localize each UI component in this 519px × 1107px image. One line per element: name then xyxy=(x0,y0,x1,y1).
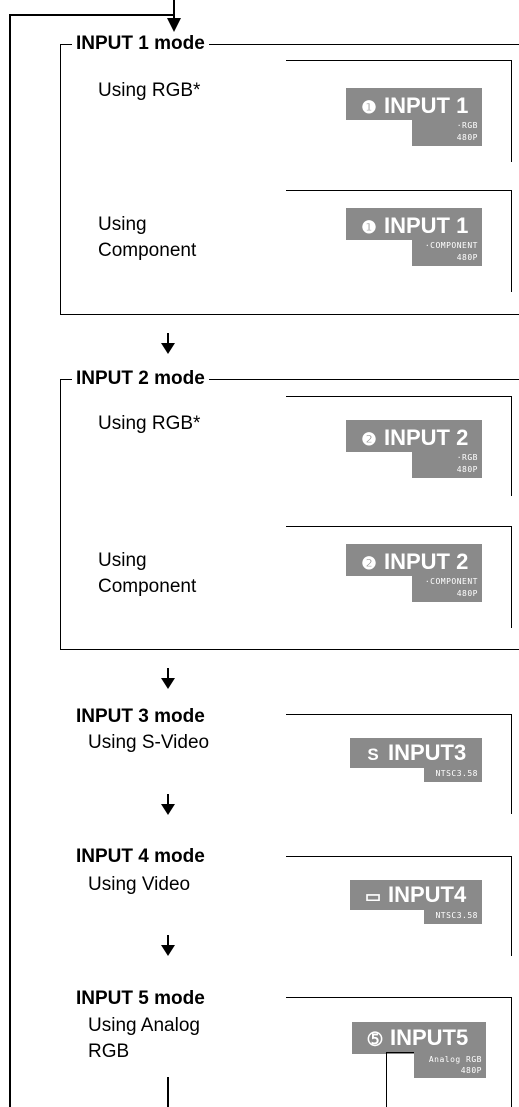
input2-frame-left xyxy=(60,379,61,649)
s-video-icon: S xyxy=(367,745,379,764)
arrow-down-icon xyxy=(161,935,175,956)
row-bracket-right xyxy=(511,714,512,814)
row-label-line: RGB xyxy=(88,1041,130,1062)
osd-signal: ·RGB xyxy=(456,121,478,130)
row-label: Using S-Video xyxy=(88,732,210,753)
row-bracket-top xyxy=(286,997,512,998)
osd-resolution: 480P xyxy=(460,1066,482,1075)
row-label-line: Using Analog xyxy=(88,1015,200,1036)
row-bracket-right xyxy=(511,60,512,162)
row-bracket-right xyxy=(511,526,512,628)
section-title: INPUT 3 mode xyxy=(76,706,205,728)
osd-signal: ·COMPONENT xyxy=(424,241,478,250)
section-title: INPUT 1 mode xyxy=(72,33,209,55)
row-label: Using RGB* xyxy=(98,80,201,101)
input1-frame-top xyxy=(60,44,519,45)
row-bracket-right xyxy=(511,190,512,292)
arrow-down-icon xyxy=(161,794,175,815)
osd-display: ➄ INPUT5 Analog RGB 480P xyxy=(352,1022,486,1078)
row-bracket-top xyxy=(286,396,512,397)
row-label: Using Analog RGB xyxy=(88,1013,200,1065)
row-label: Using Component xyxy=(98,548,196,600)
callout-line xyxy=(386,1052,414,1053)
input-connector-icon: ❶ xyxy=(361,98,377,117)
osd-display: ❷ INPUT 2 ·COMPONENT 480P xyxy=(346,544,482,602)
loop-top-line xyxy=(9,14,175,16)
loop-left-line xyxy=(9,14,11,1107)
row-label: Using Video xyxy=(88,874,191,895)
osd-resolution: 480P xyxy=(456,589,478,598)
osd-title: INPUT4 xyxy=(388,882,467,907)
input2-frame-bottom xyxy=(60,649,519,650)
arrow-down-icon xyxy=(167,18,181,32)
row-bracket-right xyxy=(511,856,512,956)
row-label-line: Component xyxy=(98,240,197,261)
row-label-line: Using xyxy=(98,550,147,571)
section-title: INPUT 2 mode xyxy=(72,368,209,390)
osd-signal: NTSC3.58 xyxy=(435,911,478,920)
row-bracket-right xyxy=(511,997,512,1107)
loop-top-drop xyxy=(173,0,175,22)
video-connector-icon: ▭ xyxy=(364,887,382,906)
input-connector-icon: ❶ xyxy=(361,218,377,237)
arrow-down-icon xyxy=(161,333,175,354)
row-bracket-top xyxy=(286,526,512,527)
input-connector-icon: ❷ xyxy=(361,430,377,449)
osd-resolution: 480P xyxy=(456,465,478,474)
callout-line xyxy=(386,1052,387,1107)
row-label-line: Using xyxy=(98,214,147,235)
osd-resolution: 480P xyxy=(456,133,478,142)
osd-signal: NTSC3.58 xyxy=(435,769,478,778)
input-connector-icon: ❷ xyxy=(361,554,377,573)
input1-frame-left xyxy=(60,44,61,314)
osd-signal: ·RGB xyxy=(456,453,478,462)
continue-line xyxy=(167,1077,169,1107)
osd-title: INPUT 2 xyxy=(384,425,469,450)
row-label-line: Component xyxy=(98,576,197,597)
row-label: Using RGB* xyxy=(98,413,201,434)
input1-frame-bottom xyxy=(60,314,519,315)
osd-resolution: 480P xyxy=(456,253,478,262)
section-title: INPUT 4 mode xyxy=(76,846,205,868)
osd-title: INPUT3 xyxy=(388,740,467,765)
input2-frame-top xyxy=(60,379,519,380)
osd-display: S INPUT3 NTSC3.58 xyxy=(350,738,482,782)
osd-display: ❶ INPUT 1 ·COMPONENT 480P xyxy=(346,208,482,266)
osd-title: INPUT 1 xyxy=(384,93,469,118)
osd-display: ❷ INPUT 2 ·RGB 480P xyxy=(346,420,482,478)
osd-display: ❶ INPUT 1 ·RGB 480P xyxy=(346,88,482,146)
osd-title: INPUT 2 xyxy=(384,549,469,574)
arrow-down-icon xyxy=(161,668,175,689)
osd-signal: Analog RGB xyxy=(428,1055,482,1064)
row-label: Using Component xyxy=(98,212,196,264)
input-connector-icon: ➄ xyxy=(367,1030,383,1049)
row-bracket-top xyxy=(286,60,512,61)
osd-signal: ·COMPONENT xyxy=(424,577,478,586)
row-bracket-top xyxy=(286,714,512,715)
osd-title: INPUT5 xyxy=(390,1025,469,1050)
osd-display: ▭ INPUT4 NTSC3.58 xyxy=(350,880,482,924)
row-bracket-top xyxy=(286,190,512,191)
osd-title: INPUT 1 xyxy=(384,213,469,238)
row-bracket-right xyxy=(511,396,512,496)
section-title: INPUT 5 mode xyxy=(76,988,205,1010)
row-bracket-top xyxy=(286,856,512,857)
